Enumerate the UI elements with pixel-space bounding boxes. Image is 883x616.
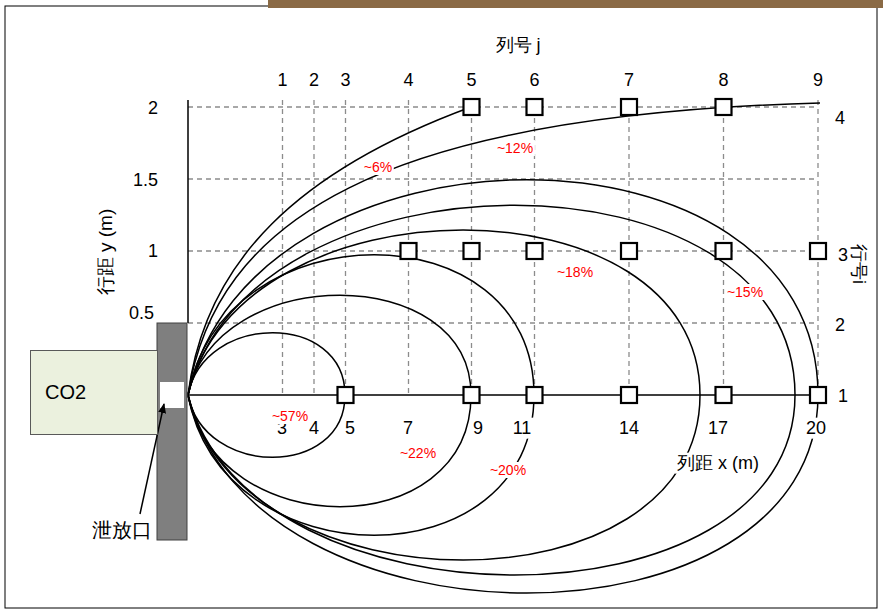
concentration-contour <box>188 103 820 593</box>
gas-container: CO2 <box>30 350 158 435</box>
label-slot: ~15% <box>725 283 765 301</box>
tick-label: 5 <box>343 418 357 439</box>
label-slot: ~20% <box>488 461 528 479</box>
column-number: 8 <box>716 70 730 91</box>
tick-label: 0.5 <box>127 303 156 324</box>
column-number: 5 <box>464 70 478 91</box>
column-number: 1 <box>275 70 289 91</box>
label-slot: 7 <box>401 418 415 439</box>
column-number: 4 <box>401 70 415 91</box>
column-number: 6 <box>527 70 541 91</box>
wall-plate <box>157 323 187 540</box>
label-slot: 泄放口 <box>90 519 154 542</box>
column-number: 2 <box>307 70 321 91</box>
tick-label: 9 <box>471 418 485 439</box>
tick-label: 20 <box>804 418 828 439</box>
row-number: 2 <box>833 315 847 336</box>
label-slot: ~12% <box>495 139 535 157</box>
tick-label: 7 <box>401 418 415 439</box>
label-slot: 行号i <box>849 242 870 286</box>
label-slot: 7 <box>622 70 636 91</box>
percentage-label: ~12% <box>495 140 535 156</box>
node-label: CO2 <box>45 381 86 404</box>
label-slot: 9 <box>811 70 825 91</box>
label-slot: 1 <box>836 386 850 407</box>
row-number: 4 <box>833 108 847 129</box>
label-slot: 1 <box>146 241 160 262</box>
column-number: 7 <box>622 70 636 91</box>
label-slot: 9 <box>471 418 485 439</box>
label-slot: ~22% <box>398 444 438 462</box>
column-number: 9 <box>811 70 825 91</box>
label-slot: 8 <box>716 70 730 91</box>
axis-title: 行号i <box>849 242 870 286</box>
tick-label: 1.5 <box>131 170 160 191</box>
label-slot: 6 <box>527 70 541 91</box>
label-slot: 2 <box>833 315 847 336</box>
percentage-label: ~22% <box>398 445 438 461</box>
column-number: 3 <box>338 70 352 91</box>
tick-label: 14 <box>617 418 641 439</box>
label-slot: 20 <box>804 418 828 439</box>
tick-label: 11 <box>511 418 534 439</box>
label-slot: 列号 j <box>494 35 543 56</box>
axis-title: 行距 y (m) <box>95 207 117 298</box>
label-slot: 1.5 <box>131 170 160 191</box>
tick-label: 1 <box>146 241 160 262</box>
tick-label: 17 <box>706 418 730 439</box>
label-slot: 5 <box>343 418 357 439</box>
row-number: 1 <box>836 386 850 407</box>
label-slot: 1 <box>275 70 289 91</box>
label-slot: 2 <box>307 70 321 91</box>
label-slot: 4 <box>833 108 847 129</box>
label-slot: 4 <box>401 70 415 91</box>
label-slot: 5 <box>464 70 478 91</box>
tick-label: 2 <box>146 98 160 119</box>
frame <box>5 6 877 608</box>
label-slot: 3 <box>338 70 352 91</box>
label-slot: 2 <box>146 98 160 119</box>
percentage-label: ~15% <box>725 284 765 300</box>
percentage-label: ~18% <box>555 264 595 280</box>
label-slot: 行距 y (m) <box>95 207 117 298</box>
label-slot: 列距 x (m) <box>675 453 761 474</box>
label-slot: ~6% <box>362 158 394 176</box>
sensor-marker <box>338 99 827 403</box>
percentage-label: ~20% <box>488 462 528 478</box>
axis-title: 列号 j <box>494 35 543 56</box>
label-slot: 0.5 <box>127 303 156 324</box>
label-slot: 17 <box>706 418 730 439</box>
part-name: 泄放口 <box>90 519 154 542</box>
axis-title: 列距 x (m) <box>675 453 761 474</box>
photo-strip <box>268 0 883 8</box>
label-slot: 11 <box>511 418 534 439</box>
grid <box>188 100 818 395</box>
label-slot: 14 <box>617 418 641 439</box>
axis-line <box>188 100 818 395</box>
label-slot: ~18% <box>555 263 595 281</box>
label-slot: ~57% <box>270 407 310 425</box>
percentage-label: ~57% <box>270 408 310 424</box>
percentage-label: ~6% <box>362 159 394 175</box>
